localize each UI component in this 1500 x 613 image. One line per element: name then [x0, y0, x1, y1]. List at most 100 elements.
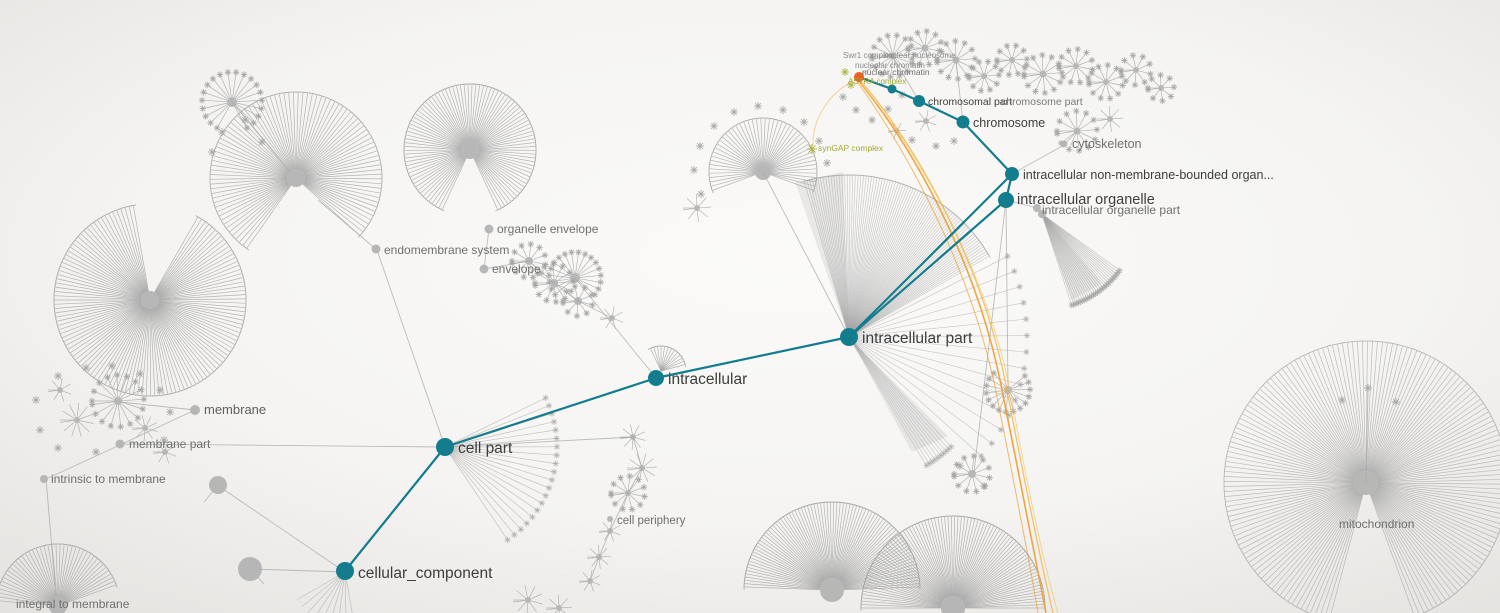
fan-center-node[interactable] [1158, 85, 1164, 91]
fan-center-node[interactable] [556, 605, 562, 611]
term-label[interactable]: intrinsic to membrane [51, 472, 166, 486]
go-term-node-nuclear-chromosome[interactable] [887, 84, 897, 94]
leaf-node-star-icon [1057, 78, 1064, 86]
fan-center-node[interactable] [74, 417, 80, 423]
term-node-dot[interactable] [40, 475, 48, 483]
leaf-node-star-icon [1166, 75, 1173, 82]
term-label[interactable]: integral to membrane [16, 597, 130, 611]
go-term-label-intracellular-organelle[interactable]: intracellular organelle [1017, 192, 1155, 208]
go-term-label-chromosome[interactable]: chromosome [973, 116, 1045, 130]
term-label[interactable]: membrane [204, 402, 266, 417]
go-term-node-nuclear-chromatin[interactable] [854, 72, 864, 82]
term-label[interactable]: ASTRA complex [848, 77, 906, 86]
term-node-dot[interactable] [484, 224, 494, 234]
go-term-label-intracellular[interactable]: intracellular [668, 371, 747, 388]
term-label[interactable]: cell periphery [617, 515, 686, 527]
fan-cluster [743, 501, 921, 602]
go-term-node-cellular-component[interactable] [336, 562, 354, 580]
term-node-dot[interactable] [1060, 140, 1068, 148]
fan-center-node[interactable] [1133, 67, 1139, 73]
fan-center-node[interactable] [162, 449, 168, 455]
fan-cluster [0, 543, 118, 613]
fan-center-node[interactable] [57, 387, 63, 393]
leaf-node-star-icon [961, 39, 968, 47]
go-term-label-intracellular-part[interactable]: intracellular part [862, 330, 973, 347]
fan-center-node[interactable] [49, 597, 67, 613]
leaf-node-star-icon [909, 60, 916, 67]
go-term-node-intracellular-part[interactable] [840, 328, 858, 346]
fan-center-node[interactable] [820, 578, 844, 602]
go-term-node-intracellular[interactable] [648, 370, 664, 386]
term-label[interactable]: endomembrane system [384, 243, 509, 257]
term-node-dot[interactable] [115, 439, 125, 449]
go-term-node-cell-part[interactable] [436, 438, 454, 456]
go-term-label-chromosomal-part[interactable]: chromosomal part [928, 96, 1012, 108]
fan-center-node[interactable] [941, 596, 965, 613]
go-term-node-intracellular-non-membrane-bounded-organelle[interactable] [1005, 167, 1019, 181]
fan-center-node[interactable] [1038, 210, 1046, 218]
fan-center-node[interactable] [1107, 116, 1113, 122]
term-label[interactable]: mitochondrion [1339, 517, 1414, 531]
term-label[interactable]: cytoskeleton [1072, 137, 1142, 151]
term-label[interactable]: nucleolar chromatin [855, 61, 925, 70]
leaf-node-star-icon [968, 64, 975, 71]
fan-center-node[interactable] [1103, 79, 1109, 85]
leaf-node-star-icon [1021, 372, 1029, 380]
term-label[interactable]: chromosome part [1001, 96, 1083, 108]
term-node-dot[interactable] [1033, 204, 1041, 212]
term-node-dot[interactable] [371, 244, 381, 254]
fan-center-node[interactable] [889, 52, 897, 60]
fan-center-node[interactable] [921, 44, 929, 52]
term-label[interactable]: organelle envelope [497, 222, 599, 236]
leaf-node-star-icon [1054, 130, 1061, 137]
leaf-node-star-icon [852, 106, 860, 114]
fan-center-node[interactable] [1073, 63, 1079, 69]
go-term-node-intracellular-organelle[interactable] [998, 192, 1014, 208]
go-term-label-intracellular-non-membrane-bounded-organelle[interactable]: intracellular non-membrane-bounded organ… [1023, 168, 1274, 182]
leaf-node-star-icon [546, 484, 553, 492]
leaf-node-star-icon [595, 285, 602, 293]
fan-center-node[interactable] [142, 425, 148, 431]
term-label[interactable]: envelope [492, 262, 541, 276]
term-label[interactable]: Swr1 complex [843, 51, 893, 60]
fan-center-node[interactable] [981, 73, 987, 79]
fan-center-node[interactable] [1039, 70, 1047, 78]
go-term-label-cellular-component[interactable]: cellular_component [358, 565, 493, 582]
fan-center-node[interactable] [287, 169, 305, 187]
go-term-node-chromosome[interactable] [956, 115, 970, 129]
term-node-dot[interactable] [238, 557, 262, 581]
leaf-node-star-icon [1144, 86, 1152, 93]
term-node-dot[interactable] [607, 516, 613, 522]
go-term-node-chromosomal-part[interactable] [913, 95, 925, 107]
term-label[interactable]: intracellular organelle part [1042, 203, 1181, 217]
term-node-dot[interactable] [190, 405, 200, 415]
fan-center-node[interactable] [525, 597, 531, 603]
fan-center-node[interactable] [114, 397, 122, 405]
fan-center-node[interactable] [141, 291, 159, 309]
leaf-node-star-icon [592, 259, 600, 266]
leaf-node-star-icon [988, 440, 995, 447]
leaf-node-star-icon [552, 298, 560, 306]
leaf-node-star-icon [140, 396, 148, 403]
leaf-node-star-icon [1065, 146, 1073, 153]
go-term-label-cell-part[interactable]: cell part [458, 440, 513, 457]
leaf-node-star-icon [1065, 47, 1072, 54]
fan-center-node[interactable] [694, 205, 700, 211]
term-label[interactable]: nuclear nucleosome [884, 51, 956, 60]
leaf-node-star-icon [548, 476, 556, 484]
fan-center-node[interactable] [952, 56, 960, 64]
fan-center-node[interactable] [1009, 57, 1015, 63]
term-node-dot[interactable] [479, 264, 489, 274]
graph-edge [249, 568, 346, 573]
term-label[interactable]: synGAP complex [818, 143, 884, 153]
leaf-node-star-icon [504, 536, 511, 544]
fan-center-node[interactable] [968, 470, 976, 478]
term-label[interactable]: nuclear chromatin [862, 67, 930, 77]
fan-center-node[interactable] [923, 118, 929, 124]
term-node-dot[interactable] [209, 476, 227, 494]
term-label[interactable]: membrane part [129, 437, 211, 451]
leaf-node-star-icon [815, 137, 823, 145]
fan-center-node[interactable] [461, 141, 479, 159]
